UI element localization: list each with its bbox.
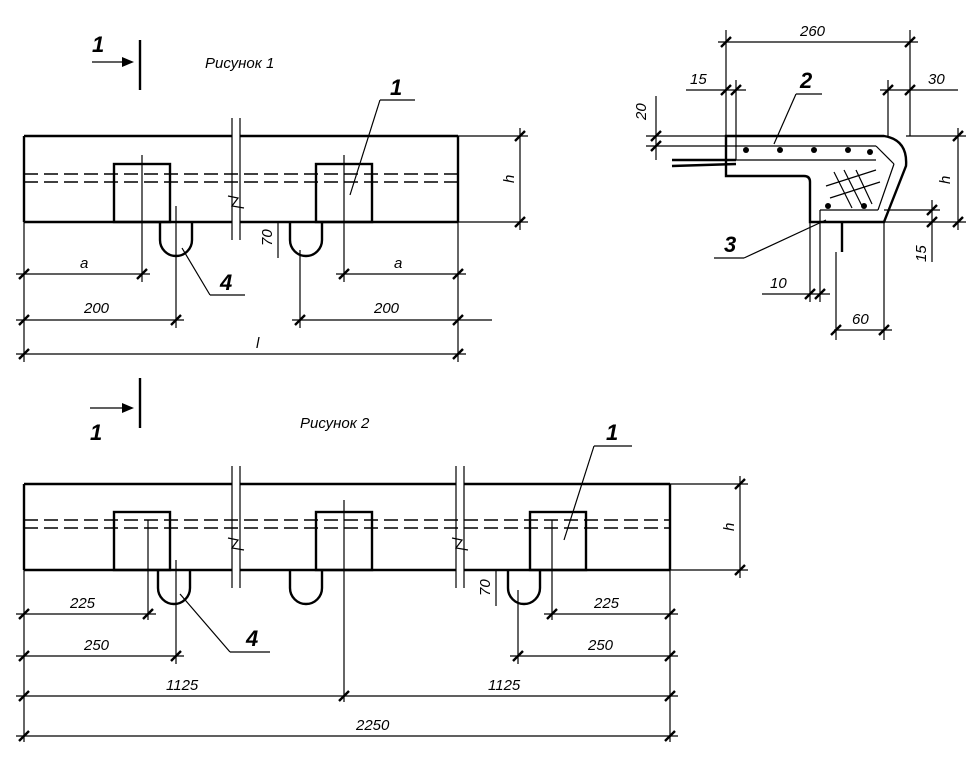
dimension-top: 20 [633,103,650,121]
figure-2: 1 Рисунок 2 [16,378,748,742]
callout-4: 4 [181,247,245,296]
dimension-loop: 70 [259,229,276,246]
figure-2-caption: Рисунок 2 [300,415,370,432]
dimension-length: l [256,335,260,352]
dimension-half-left: 1125 [166,677,199,694]
embedded-plate [528,510,588,572]
section-view: 2 3 [633,23,966,340]
callout-4: 4 [179,593,270,653]
break-line [227,118,245,240]
break-line [227,466,469,588]
beam-outline [22,134,460,224]
dimension-width: 260 [799,23,826,40]
callout-number: 4 [219,270,232,295]
rebar-hidden-lines [24,519,670,529]
callout-number: 1 [606,420,618,445]
dimension-bottom: 15 [913,245,930,262]
dimension-height: h [937,176,954,184]
dimension-loop: 70 [477,579,494,596]
lifting-loop [288,222,324,258]
callout-number: 1 [390,75,402,100]
dimension-a-right: а [394,255,402,272]
callout-1: 1 [349,75,415,196]
dimension-200-right: 200 [373,300,400,317]
dimension-200-left: 200 [83,300,110,317]
dimension-250-left: 250 [83,637,110,654]
callout-number: 3 [724,232,736,257]
embedded-plate [112,510,172,572]
dimension-a-left: а [80,255,88,272]
callout-1: 1 [563,420,632,541]
dimension-225-left: 225 [69,595,96,612]
reinforcement [735,145,895,211]
dimension-total: 2250 [355,717,390,734]
lifting-loop [506,570,542,606]
dimension-cover-left: 15 [690,71,707,88]
dimension-60: 60 [852,311,869,328]
dimension-height: h [721,523,738,531]
figure-1: 1 Рисунок 1 [16,32,528,362]
section-mark-number: 1 [92,32,104,57]
lifting-loop [156,570,192,606]
dimension-10: 10 [770,275,787,292]
section-mark-1: 1 [90,378,142,445]
section-mark-1: 1 [92,32,142,90]
beam-outline [22,482,672,572]
callout-3: 3 [714,219,827,259]
dimension-lines [16,128,528,362]
figure-1-caption: Рисунок 1 [205,55,274,72]
dimension-height: h [501,175,518,183]
callout-2: 2 [773,68,822,145]
dimension-lines [646,30,966,340]
dimension-250-right: 250 [587,637,614,654]
rebar-hidden-lines [24,173,458,183]
dimension-half-right: 1125 [488,677,521,694]
section-mark-number: 1 [90,420,102,445]
callout-number: 4 [245,626,258,651]
dimension-right: 30 [928,71,945,88]
lifting-loop [288,570,324,606]
callout-number: 2 [799,68,813,93]
dimension-225-right: 225 [593,595,620,612]
dimension-lines [16,476,748,742]
